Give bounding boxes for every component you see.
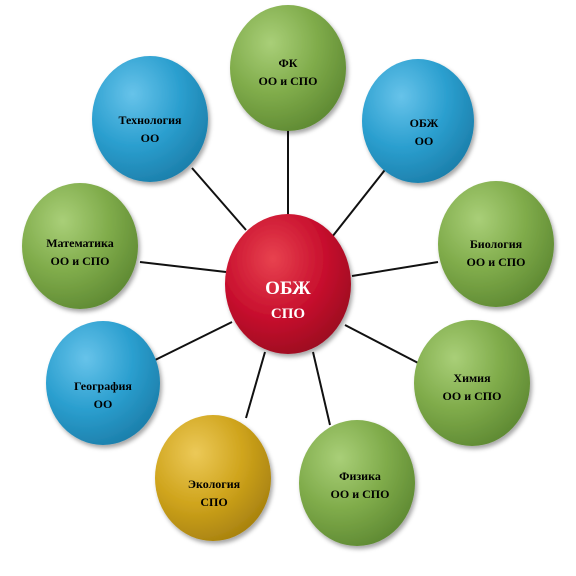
node-obzh-subtitle: ОО (415, 134, 434, 148)
connector-lines (139, 130, 439, 426)
node-geography: География ОО (46, 321, 160, 445)
center-node-title: ОБЖ (265, 278, 311, 299)
node-biology-subtitle: ОО и СПО (467, 255, 526, 269)
connector-physics (312, 351, 331, 426)
node-technology-subtitle: ОО (141, 131, 160, 145)
node-biology: Биология ОО и СПО (438, 181, 554, 307)
node-math-bubble (22, 183, 138, 309)
node-fk-title: ФК (278, 56, 297, 70)
node-technology-bubble (92, 56, 208, 182)
node-obzh: ОБЖ ОО (362, 59, 474, 183)
node-technology-title: Технология (119, 113, 182, 127)
node-obzh-bubble (362, 59, 474, 183)
node-biology-title: Биология (470, 237, 523, 251)
node-physics-bubble (299, 420, 415, 546)
node-ecology-bubble (155, 415, 271, 541)
node-physics-title: Физика (339, 469, 381, 483)
node-chemistry: Химия ОО и СПО (414, 320, 530, 446)
node-ecology: Экология СПО (155, 415, 271, 541)
node-ecology-title: Экология (188, 477, 241, 491)
connector-biology (351, 261, 439, 277)
connector-obzh (331, 165, 389, 238)
node-math-title: Математика (46, 236, 114, 250)
center-node-bubble (225, 214, 351, 354)
node-technology: Технология ОО (92, 56, 208, 182)
node-chemistry-title: Химия (453, 371, 491, 385)
connector-technology (191, 167, 247, 231)
node-biology-bubble (438, 181, 554, 307)
connector-chemistry (344, 324, 423, 366)
node-physics-subtitle: ОО и СПО (331, 487, 390, 501)
node-physics: Физика ОО и СПО (299, 420, 415, 546)
node-chemistry-subtitle: ОО и СПО (443, 389, 502, 403)
node-fk-subtitle: ОО и СПО (259, 74, 318, 88)
node-geography-bubble (46, 321, 160, 445)
node-ecology-subtitle: СПО (200, 495, 227, 509)
node-math-subtitle: ОО и СПО (51, 254, 110, 268)
node-obzh-title: ОБЖ (410, 116, 439, 130)
connector-ecology (245, 351, 266, 419)
node-geography-title: География (74, 379, 132, 393)
connector-math (139, 261, 227, 273)
node-fk-bubble (230, 5, 346, 131)
node-geography-subtitle: ОО (94, 397, 113, 411)
center-node: ОБЖ СПО (225, 214, 351, 354)
center-node-subtitle: СПО (271, 306, 305, 322)
node-math: Математика ОО и СПО (22, 183, 138, 309)
node-chemistry-bubble (414, 320, 530, 446)
node-fk: ФК ОО и СПО (230, 5, 346, 131)
connector-geography (146, 321, 233, 365)
